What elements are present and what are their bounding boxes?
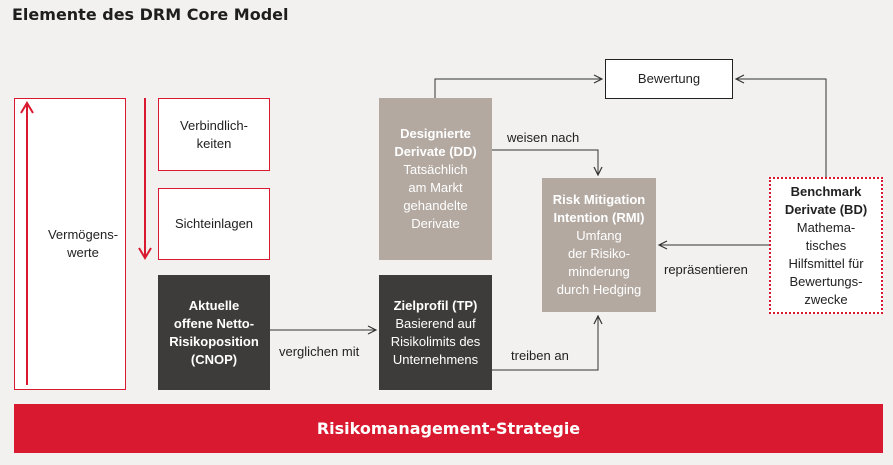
assets-up-arrowhead <box>20 101 34 114</box>
edge-label-represent: repräsentieren <box>664 262 748 277</box>
arrow-prove <box>492 149 598 175</box>
valuation-label: Bewertung <box>637 71 701 86</box>
arrow-dd-valuation <box>434 79 602 98</box>
demand-deposits-box: Sichteinlagen <box>158 188 270 260</box>
rmi-box: Risk Mitigation Intention (RMI) Umfang d… <box>542 178 656 312</box>
target-profile-desc: Basierend auf Risikolimits des Unternehm… <box>390 315 481 367</box>
rmi-desc: Umfang der Risiko- minderung durch Hedgi… <box>556 228 642 297</box>
benchmark-title: Benchmark Derivate (BD) <box>784 183 868 217</box>
arrow-bd-valuation <box>736 79 827 177</box>
designated-derivatives-title: Designierte Derivate (DD) <box>394 126 477 159</box>
benchmark-derivatives-box: Benchmark Derivate (BD) Mathema- tisches… <box>769 177 883 314</box>
cnop-box: Aktuelle offene Netto- Risikoposition (C… <box>158 275 270 390</box>
strategy-label: Risikomanagement-Strategie <box>316 419 581 438</box>
designated-derivatives-box: Designierte Derivate (DD) Tatsächlich am… <box>379 98 492 260</box>
edge-label-prove: weisen nach <box>507 130 580 145</box>
target-profile-title: Zielprofil (TP) <box>393 297 478 313</box>
valuation-box: Bewertung <box>605 59 733 99</box>
rmi-title: Risk Mitigation Intention (RMI) <box>552 192 646 225</box>
liabilities-down-arrowhead <box>138 247 152 260</box>
liabilities-box: Verbindlich- keiten <box>158 98 270 171</box>
assets-label: Vermögens- werte <box>47 227 119 260</box>
assets-box: Vermögens- werte <box>14 98 126 390</box>
designated-derivatives-desc: Tatsächlich am Markt gehandelte Derivate <box>403 162 468 231</box>
demand-deposits-label: Sichteinlagen <box>174 216 254 231</box>
liabilities-label: Verbindlich- keiten <box>180 117 248 151</box>
cnop-label: Aktuelle offene Netto- Risikoposition (C… <box>169 297 259 367</box>
benchmark-desc: Mathema- tisches Hilfsmittel für Bewertu… <box>788 219 864 307</box>
arrow-drive <box>492 316 598 371</box>
edge-label-drive: treiben an <box>511 348 569 363</box>
strategy-banner: Risikomanagement-Strategie <box>14 404 883 453</box>
target-profile-box: Zielprofil (TP) Basierend auf Risikolimi… <box>379 275 492 390</box>
diagram-title: Elemente des DRM Core Model <box>12 5 289 24</box>
edge-label-compared-with: verglichen mit <box>279 344 360 359</box>
